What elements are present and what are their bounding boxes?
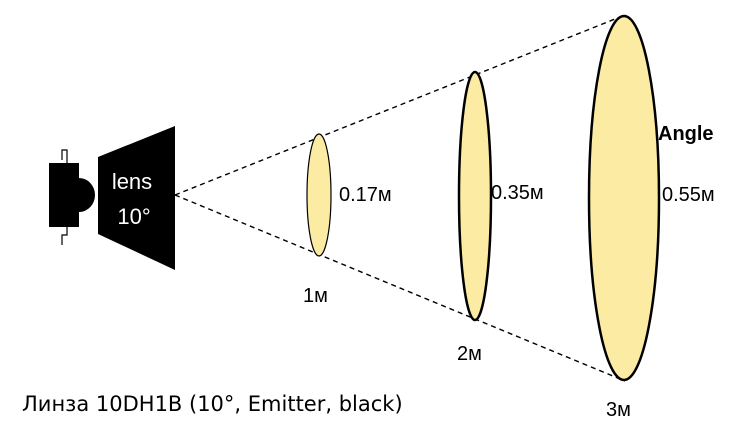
diagram-caption: Линза 10DH1B (10°, Emitter, black) <box>22 392 403 416</box>
spot-2m <box>457 70 493 322</box>
diameter-label-1m: 0.17м <box>339 184 392 206</box>
distance-label-3m: 3м <box>606 399 631 421</box>
emitter-icon <box>49 149 95 245</box>
distance-label-2m: 2м <box>457 343 482 365</box>
beam-upper-line <box>174 14 626 196</box>
diameter-label-2m: 0.35м <box>491 182 544 204</box>
lens-label-line1: lens <box>112 169 152 194</box>
lens-label-line2: 10° <box>117 204 150 229</box>
spot-1m <box>306 133 332 257</box>
lens-body <box>98 126 175 270</box>
spot-3m <box>587 14 661 382</box>
distance-label-1m: 1м <box>303 285 328 307</box>
diameter-label-3m: 0.55м <box>662 184 715 206</box>
angle-label: Angle <box>658 123 714 145</box>
beam-lower-line <box>174 194 626 382</box>
